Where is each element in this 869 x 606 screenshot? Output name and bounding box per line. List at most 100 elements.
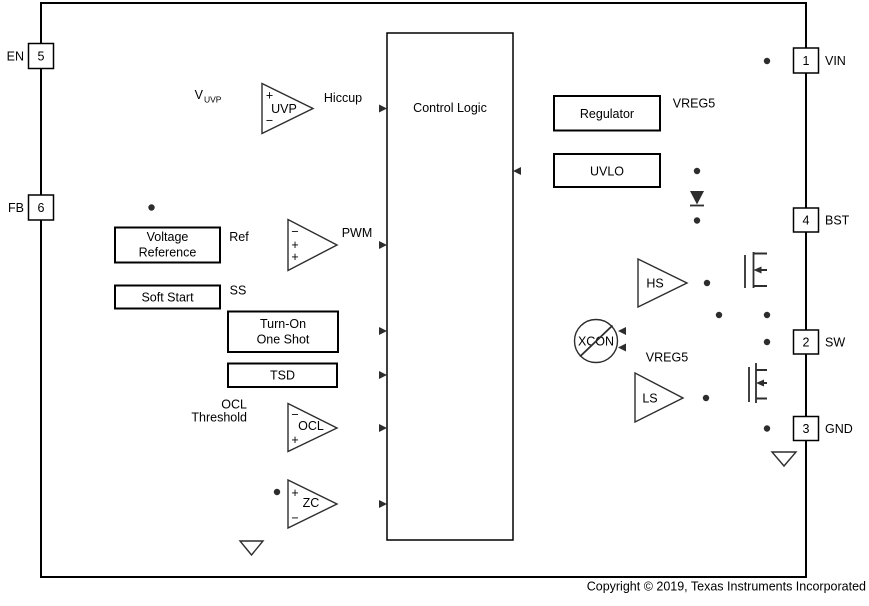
uvlo-block [553,153,661,188]
soft-start-block [114,284,221,310]
ls-gate-junction-dot [702,394,710,402]
bst-diode [690,191,704,205]
hiccup-label: Hiccup [324,91,362,105]
hs-driver [637,257,689,309]
pin-label-sw: SW [825,336,845,350]
zc-arrowhead [379,500,387,508]
pin-number-en: 5 [38,50,45,64]
pin-number-bst: 4 [803,214,810,228]
pwm-label: PWM [342,226,373,240]
pin-box-bst [792,207,820,233]
ocl-arrowhead [379,424,387,432]
ls-mosfet-body-arrow [756,379,764,387]
regulator-block [553,95,661,132]
pin-label-en: EN [7,50,24,64]
ls-mosfet [748,363,767,403]
zc-minus-sign: − [291,511,298,525]
hs-driver-label: HS [646,277,663,291]
xcon-top-arrowhead [618,327,626,335]
hs-mosfet [744,252,767,288]
pin-box-vin [792,47,820,74]
ocl-threshold-label-line2: Threshold [191,411,247,425]
pin-label-bst: BST [825,214,850,228]
control-logic-block [386,32,514,541]
zc-ground-symbol [238,540,265,557]
uvlo-vreg5-junction-dot [693,167,701,175]
pins-left: 5 EN 6 FB [7,42,55,221]
pin-box-gnd [792,415,820,442]
ocl-minus-sign: − [291,408,298,422]
vuvp-label-subscript: UVP [204,95,222,105]
sw-junction-dot [763,338,771,346]
zc-label: ZC [303,496,320,510]
xcon-slash [579,324,614,358]
pin-box-sw [792,329,820,355]
ocl-plus-sign: + [291,433,298,447]
uvp-comparator [261,82,315,135]
uvlo-arrowhead [513,167,521,175]
voltage-reference-block [114,226,221,264]
pwm-comparator [287,218,339,272]
pin-label-fb: FB [8,201,24,215]
tsd-label: TSD [270,369,295,383]
turn-on-one-shot-label-line1: Turn-On [260,317,306,331]
uvp-plus-sign: + [266,89,273,103]
turn-on-one-shot-block [227,310,339,353]
hiccup-arrowhead [379,104,387,113]
hs-gate-junction-dot [703,279,711,287]
vuvp-label-base: V [195,88,204,102]
pin-number-gnd: 3 [803,422,810,436]
vreg5-ls-label: VREG5 [646,351,688,365]
uvp-label: UVP [271,102,297,116]
ocl-threshold-label-line1: OCL [221,398,247,412]
zc-comparator [287,478,339,530]
uvp-minus-sign: − [266,114,273,128]
signal-labels: V UVP Hiccup PWM Ref SS OCL Threshold VR… [191,88,715,425]
hs-ref-junction-dot [763,311,771,319]
fb-junction-dot [148,204,155,211]
pin-number-fb: 6 [38,201,45,215]
pin-box-fb [27,194,55,221]
ref-label: Ref [229,230,249,244]
pwm-plus1-sign: + [291,238,298,252]
one-shot-arrowhead [379,327,387,335]
comparators: + − UVP − + + − + OCL + − ZC [261,82,339,530]
gnd-ground-symbol [770,451,798,468]
pin-label-vin: VIN [825,54,846,68]
ss-label: SS [230,284,247,298]
tsd-arrowhead [379,371,387,379]
function-blocks: Voltage Reference Soft Start Turn-On One… [114,95,661,388]
copyright-text: Copyright © 2019, Texas Instruments Inco… [587,580,866,594]
turn-on-one-shot-label-line2: One Shot [257,333,310,347]
pin-number-vin: 1 [803,54,810,68]
pin-box-en [27,42,55,70]
pin-label-gnd: GND [825,422,853,436]
ocl-comparator [287,402,339,453]
bst-junction-dot [693,217,701,224]
ocl-label: OCL [298,419,324,433]
arrowheads [379,104,626,508]
gate-drivers: HS LS XCON [573,257,689,424]
pin-number-sw: 2 [803,336,810,350]
pins-right: 1 VIN 4 BST 2 SW 3 GND [792,47,853,442]
zc-plus-sign: + [291,486,298,500]
ls-driver-label: LS [642,392,657,406]
sense-tap-junction-dot [715,311,723,319]
control-logic-label: Control Logic [413,101,487,115]
tsd-block [227,362,338,388]
pwm-minus-sign: − [291,225,298,239]
zc-sense-junction-dot [273,488,281,496]
pwm-plus2-sign: + [291,250,298,264]
vin-junction-dot [763,57,771,65]
vreg5-regulator-label: VREG5 [673,97,715,111]
gnd-junction-dot [763,425,771,432]
voltage-reference-label-line2: Reference [139,246,197,260]
pwm-arrowhead [379,241,387,249]
uvlo-label: UVLO [590,165,624,179]
junction-dots [148,57,771,496]
regulator-label: Regulator [580,107,634,121]
soft-start-label: Soft Start [141,291,194,305]
ls-driver [634,371,685,424]
